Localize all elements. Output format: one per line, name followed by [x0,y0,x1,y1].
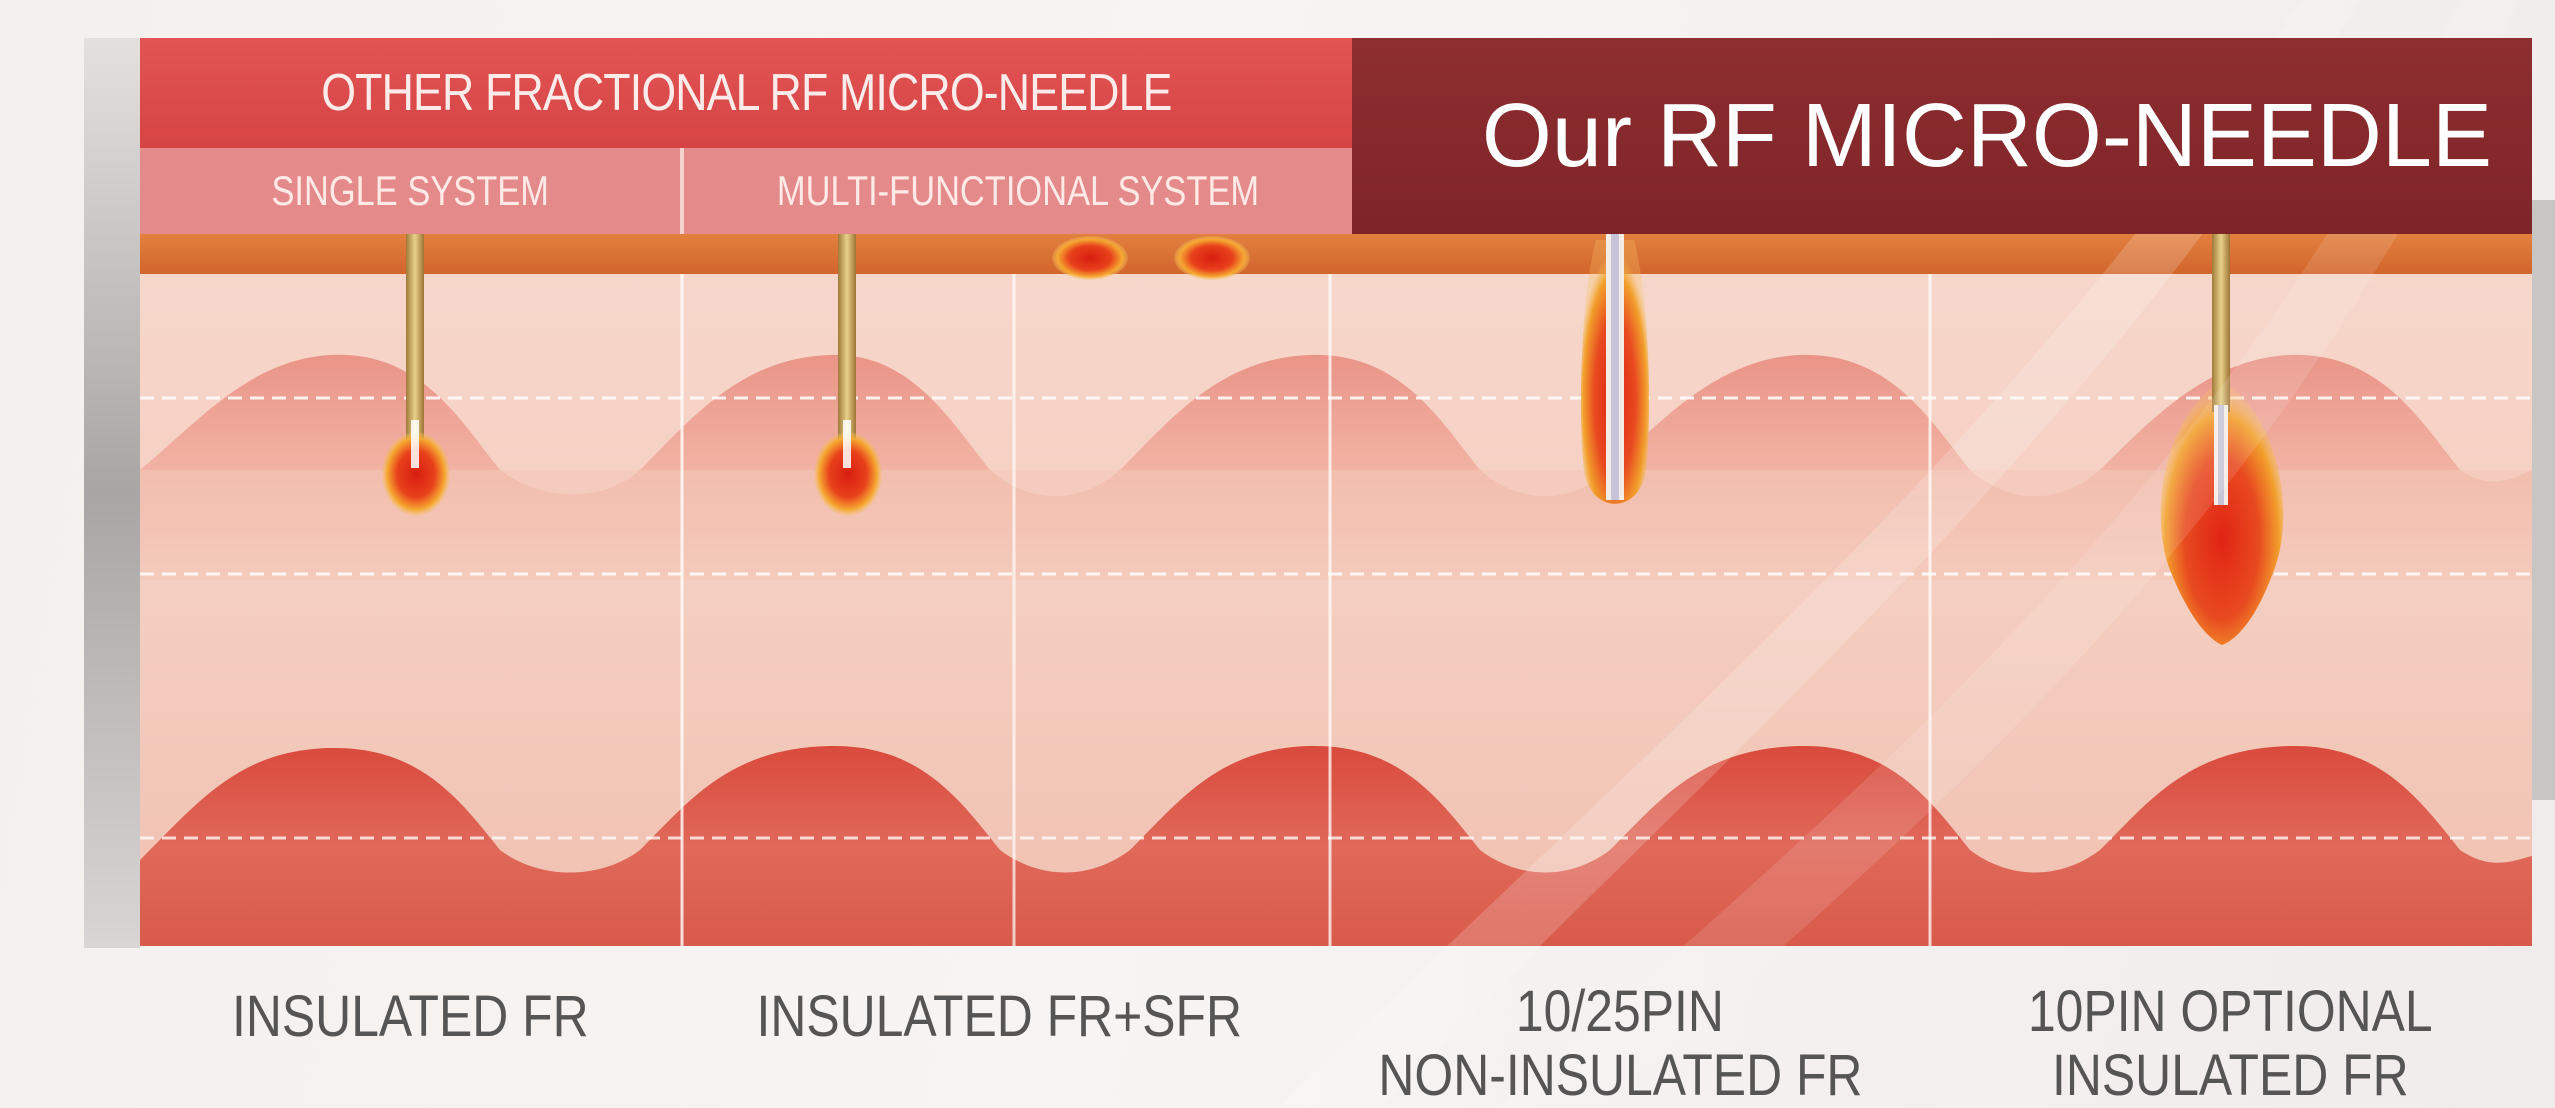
needle-col2 [838,232,856,472]
caption-4-line1: 10PIN OPTIONAL [2027,979,2433,1044]
our-rf-header-label: Our RF MICRO-NEEDLE [1481,85,2492,186]
other-rf-header-label: OTHER FRACTIONAL RF MICRO-NEEDLE [320,64,1172,122]
right-edge-bar [2532,200,2555,800]
caption-insulated-fr-sfr: INSULATED FR+SFR [684,985,1314,1049]
caption-non-insulated-fr: 10/25PIN NON-INSULATED FR [1300,980,1940,1108]
surface-heat-dot-2 [1174,236,1250,280]
epidermis-band [140,234,2532,274]
needle-tip-col2 [843,420,851,468]
upper-wave-fade [140,470,2532,580]
caption-insulated-fr: INSULATED FR [140,985,680,1049]
single-system-header: SINGLE SYSTEM [140,148,680,234]
needle-col3-shine [1611,232,1619,500]
left-edge-bar [84,38,140,948]
caption-3-line1: 10/25PIN [1516,979,1724,1044]
needle-col4-tip-shine [2218,405,2224,505]
multi-system-header: MULTI-FUNCTIONAL SYSTEM [684,148,1352,234]
heat-zone-col4 [2160,380,2284,645]
caption-optional-insulated-fr: 10PIN OPTIONAL INSULATED FR [1930,980,2530,1108]
header-subdivider [680,148,684,234]
lower-tissue-layer [140,745,2532,946]
needle-col4 [2212,232,2230,412]
caption-4-line2: INSULATED FR [2051,1043,2409,1108]
needle-col1 [406,232,424,472]
single-system-label: SINGLE SYSTEM [271,167,549,214]
other-rf-header: OTHER FRACTIONAL RF MICRO-NEEDLE [140,38,1352,148]
heat-zone-col1 [382,432,450,516]
our-rf-header: Our RF MICRO-NEEDLE [1352,38,2532,234]
caption-1-text: INSULATED FR [231,984,589,1049]
caption-3-line2: NON-INSULATED FR [1377,1043,1863,1108]
multi-system-label: MULTI-FUNCTIONAL SYSTEM [776,167,1260,214]
caption-2-text: INSULATED FR+SFR [756,984,1242,1049]
heat-zone-col2 [814,432,882,516]
needle-tip-col1 [411,420,419,468]
surface-heat-dot-1 [1052,236,1128,280]
